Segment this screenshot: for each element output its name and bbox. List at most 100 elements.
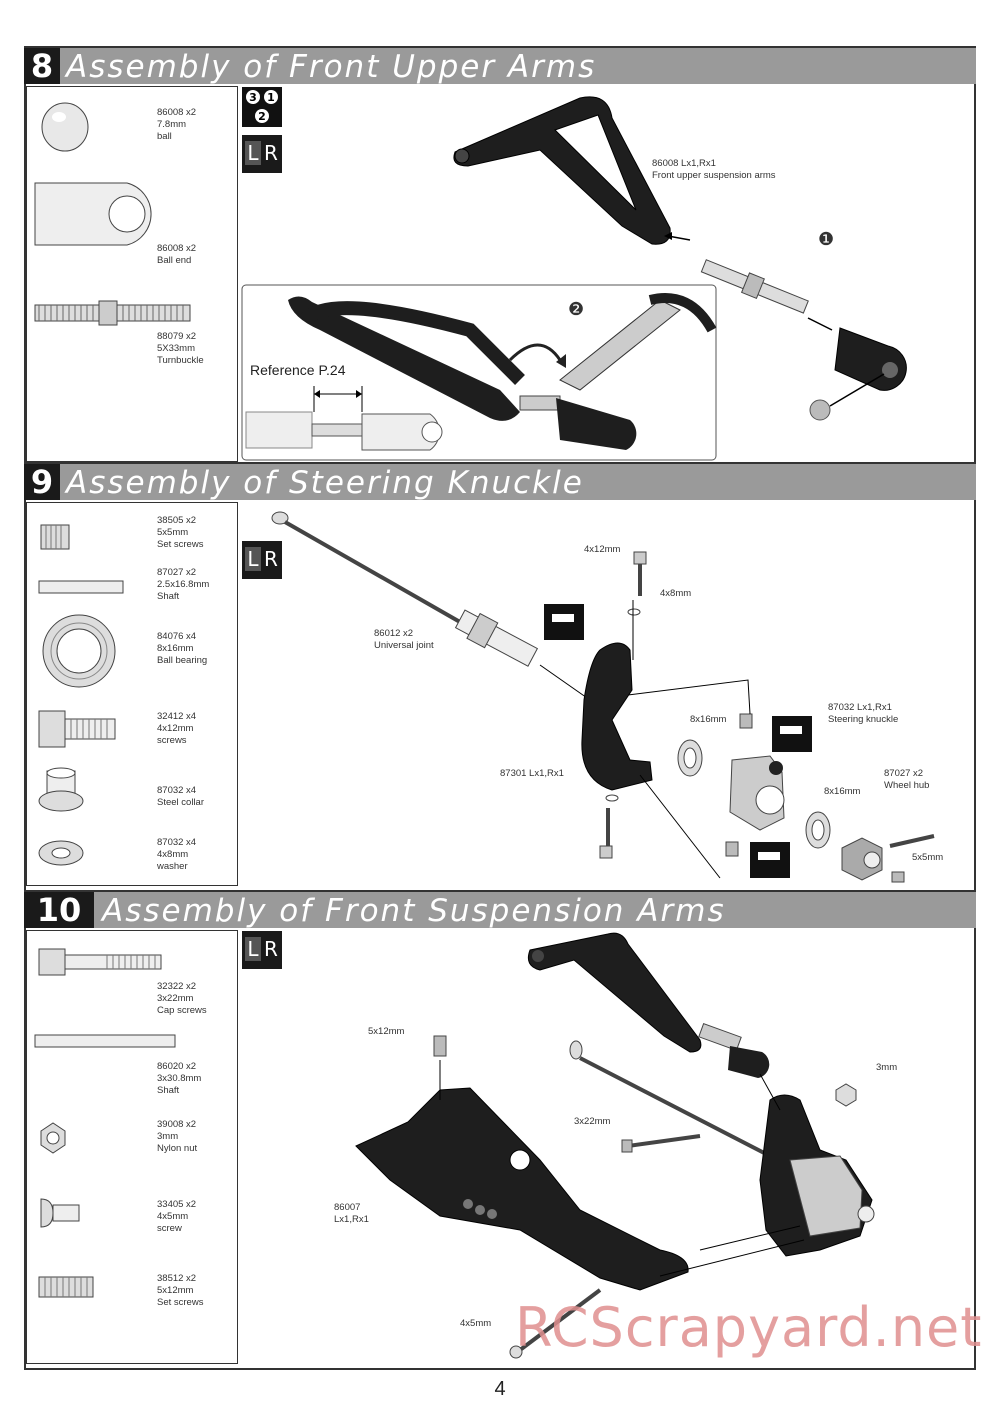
part-desc: 2.5x16.8mm Shaft (157, 579, 210, 602)
screw-label: 4x5mm (460, 1318, 492, 1329)
part-code: 87032 x4 (157, 837, 197, 848)
washer-icon (38, 840, 84, 866)
part-code: 33405 x2 (157, 1199, 197, 1210)
turnbuckle-icon (34, 300, 191, 326)
step-9-header: 9 Assembly of Steering Knuckle (24, 464, 976, 501)
set-screw-label: 5x5mm (912, 852, 944, 863)
part-desc: 5x5mm Set screws (157, 527, 204, 550)
part-desc: Steel collar (157, 797, 204, 808)
part-code: 86008 x2 (157, 107, 197, 118)
part-code: 86008 x2 (157, 243, 197, 254)
part-item: 86008 x2 7.8mm ball (27, 97, 238, 157)
part-desc: 3x22mm Cap screws (157, 993, 207, 1016)
part-desc: 7.8mm ball (157, 119, 187, 142)
nylon-nut-icon (40, 1122, 66, 1154)
reference-note: Reference P.24 (250, 362, 346, 378)
bearing-label: 8x16mm (824, 786, 861, 797)
bearing-label: 8x16mm (690, 714, 727, 725)
parts-list: 32322 x2 3x22mm Cap screws 86020 x2 3x30… (26, 930, 238, 1364)
part-code: 84076 x4 (157, 631, 197, 642)
part-code: 86020 x2 (157, 1061, 197, 1072)
step-10-header: 10 Assembly of Front Suspension Arms (24, 892, 976, 929)
universal-joint-label: 86012 x2 Universal joint (374, 628, 434, 651)
set-screw-icon (40, 524, 70, 550)
part-item: 32412 x4 4x12mm screws (27, 703, 238, 759)
ball-bearing-icon (42, 614, 116, 688)
left-right-badge: L R (242, 541, 282, 579)
left-right-badge: L R (242, 135, 282, 173)
set-screw-label: 5x12mm (368, 1026, 405, 1037)
cap-screw-icon (38, 948, 162, 976)
part-desc: 4x8mm washer (157, 849, 189, 872)
part-code: 88079 x2 (157, 331, 197, 342)
order-step: 1 (267, 91, 275, 104)
step-number: 8 (24, 48, 60, 84)
order-step: 2 (258, 110, 266, 123)
step-9-diagram (271, 511, 935, 883)
part-code: 38512 x2 (157, 1273, 197, 1284)
step-8-header: 8 Assembly of Front Upper Arms (24, 48, 976, 85)
step-8-diagram (241, 96, 907, 461)
part-desc: 3mm Nylon nut (157, 1131, 198, 1154)
watermark: RCScrapyard.net (515, 1296, 983, 1359)
right-label: R (264, 141, 278, 165)
knuckle-label: 87032 Lx1,Rx1 Steering knuckle (828, 702, 899, 725)
right-label: R (264, 547, 278, 571)
cap-screw-label: 3x22mm (574, 1116, 611, 1127)
left-label: L (245, 141, 261, 165)
left-label: L (245, 547, 261, 571)
part-desc: 3x30.8mm Shaft (157, 1073, 202, 1096)
part-item: 86020 x2 3x30.8mm Shaft (27, 1031, 238, 1101)
part-desc: 4x5mm screw (157, 1211, 189, 1234)
part-item: 38505 x2 5x5mm Set screws (27, 511, 238, 561)
part-desc: 8x16mm Ball bearing (157, 643, 208, 666)
ball-icon (41, 102, 89, 152)
part-desc: 5x12mm Set screws (157, 1285, 204, 1308)
washer-label: 4x8mm (660, 588, 692, 599)
part-code: 87027 x2 (157, 567, 197, 578)
part-item: 86008 x2 Ball end (27, 171, 238, 271)
assembly-order-badge: 3 1 2 (242, 87, 282, 127)
left-label: L (245, 937, 261, 961)
part-item: 87027 x2 2.5x16.8mm Shaft (27, 565, 238, 615)
shaft-icon (34, 1034, 176, 1048)
carrier-label: 87301 Lx1,Rx1 (500, 768, 564, 779)
part-item: 33405 x2 4x5mm screw (27, 1193, 238, 1263)
right-label: R (264, 937, 278, 961)
screw-label: 4x12mm (584, 544, 621, 555)
page-number: 4 (494, 1378, 506, 1400)
part-desc: 5X33mm Turnbuckle (157, 343, 204, 366)
part-item: 38512 x2 5x12mm Set screws (27, 1269, 238, 1339)
step-title: Assembly of Front Suspension Arms (102, 893, 726, 929)
wheel-hub-label: 87027 x2 Wheel hub (884, 768, 930, 791)
left-right-badge: L R (242, 931, 282, 969)
order-icon: 3 1 2 (246, 90, 278, 123)
screw-icon (38, 710, 116, 748)
part-item: 84076 x4 8x16mm Ball bearing (27, 613, 238, 693)
callout-2: ❷ (568, 299, 585, 319)
part-desc: 4x12mm screws (157, 723, 194, 746)
arm-label: 86008 Lx1,Rx1 Front upper suspension arm… (652, 158, 776, 181)
ball-end-icon (34, 182, 152, 246)
part-code: 32322 x2 (157, 981, 197, 992)
step-title: Assembly of Front Upper Arms (66, 49, 597, 85)
callout-1: ❶ (818, 229, 835, 249)
part-item: 88079 x2 5X33mm Turnbuckle (27, 295, 238, 375)
set-screw-icon (38, 1276, 94, 1298)
parts-list: 38505 x2 5x5mm Set screws 87027 x2 2.5x1… (26, 502, 238, 886)
nut-label: 3mm (876, 1062, 898, 1073)
screw-icon (40, 1198, 80, 1228)
steel-collar-icon (38, 767, 84, 812)
step-number: 9 (24, 464, 60, 500)
part-code: 39008 x2 (157, 1119, 197, 1130)
shaft-icon (38, 580, 124, 594)
part-item: 39008 x2 3mm Nylon nut (27, 1115, 238, 1185)
step-number: 10 (24, 892, 94, 928)
part-item: 32322 x2 3x22mm Cap screws (27, 945, 238, 1025)
parts-list: 86008 x2 7.8mm ball 86008 x2 Ball end 88… (26, 86, 238, 462)
part-code: 87032 x4 (157, 785, 197, 796)
part-item: 87032 x4 4x8mm washer (27, 827, 238, 883)
step-title: Assembly of Steering Knuckle (66, 465, 584, 501)
part-code: 38505 x2 (157, 515, 197, 526)
